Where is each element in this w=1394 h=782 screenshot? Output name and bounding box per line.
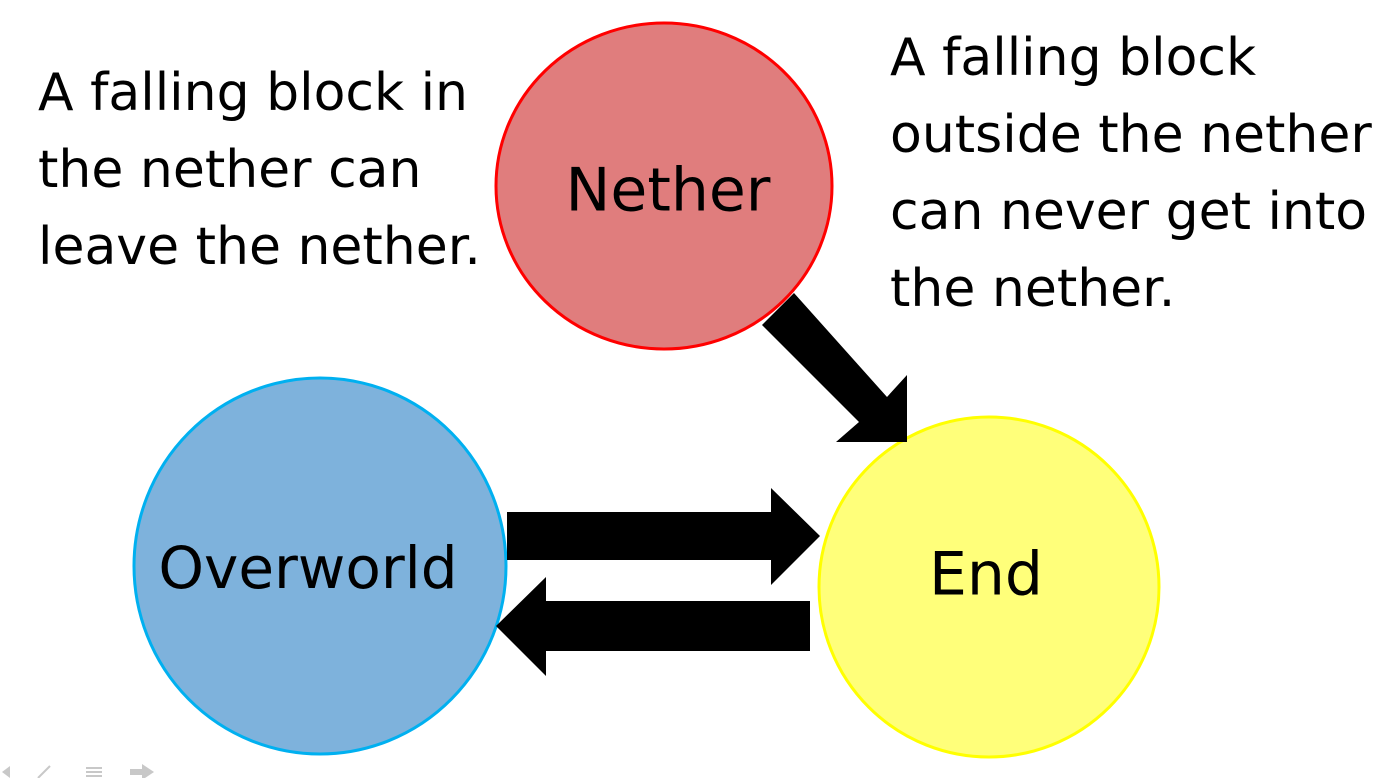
overworld-node: Overworld — [132, 376, 508, 756]
arrow-end-to-overworld — [496, 577, 810, 676]
note-right: A falling block outside the nether can n… — [890, 20, 1372, 328]
overworld-circle — [132, 376, 508, 756]
note-right-line: can never get into — [890, 182, 1368, 242]
nether-label: Nether — [566, 156, 771, 226]
pen-icon[interactable] — [37, 765, 51, 778]
note-right-line: A falling block — [890, 28, 1257, 88]
slideshow-controls — [2, 764, 154, 778]
note-left-line: leave the nether. — [38, 217, 481, 277]
note-left-line: the nether can — [38, 140, 422, 200]
note-left-line: A falling block in — [38, 63, 469, 123]
note-left: A falling block in the nether can leave … — [38, 55, 481, 286]
note-right-line: outside the nether — [890, 105, 1372, 165]
previous-icon[interactable] — [2, 766, 10, 778]
note-right-line: the nether. — [890, 259, 1176, 319]
end-node: End — [817, 415, 1161, 759]
nether-node: Nether — [494, 21, 834, 351]
overworld-label: Overworld — [158, 534, 457, 602]
nether-circle — [494, 21, 834, 351]
arrow-nether-to-end — [762, 293, 907, 442]
next-icon[interactable] — [130, 764, 154, 778]
arrow-overworld-to-end — [507, 488, 820, 585]
end-label: End — [929, 540, 1043, 610]
end-circle — [817, 415, 1161, 759]
menu-icon[interactable] — [86, 767, 102, 777]
